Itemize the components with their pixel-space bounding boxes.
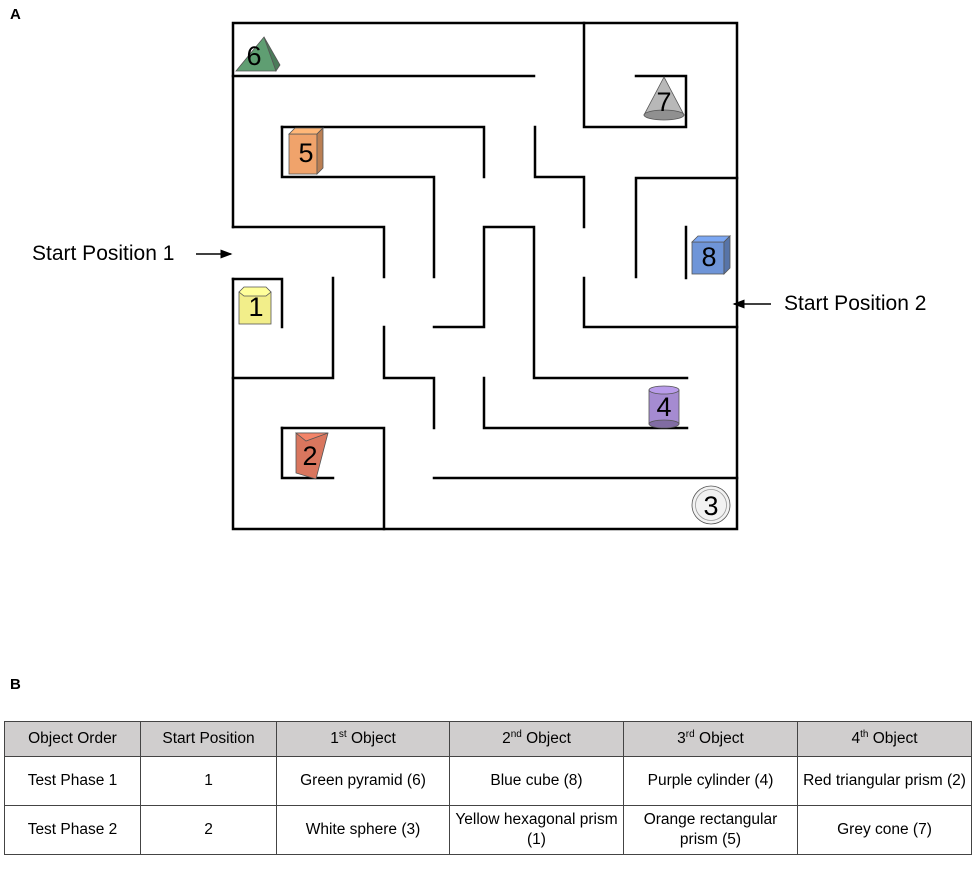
maze-object-number: 1 (248, 292, 263, 322)
maze-wall-10 (432, 225, 689, 380)
maze-object-4: 4 (648, 385, 680, 429)
maze-wall-17 (280, 426, 386, 531)
table-cell: Yellow hexagonal prism (1) (449, 805, 624, 855)
table-cell: Orange rectangular prism (5) (623, 805, 798, 855)
maze-object-7: 7 (643, 76, 685, 121)
maze-object-3: 3 (691, 485, 731, 525)
header-2nd-object: 2nd Object (449, 721, 624, 757)
maze-wall-12 (231, 277, 284, 329)
table-cell: Green pyramid (6) (276, 756, 450, 806)
header-start-position: Start Position (140, 721, 277, 757)
maze-object-2: 2 (294, 432, 329, 480)
maze-object-6: 6 (235, 36, 281, 72)
table-cell: White sphere (3) (276, 805, 450, 855)
table-cell: Purple cylinder (4) (623, 756, 798, 806)
maze-object-number: 3 (703, 491, 718, 521)
table-row: Test Phase 2 2 White sphere (3) Yellow h… (4, 805, 972, 855)
maze-wall-7 (533, 125, 586, 229)
table-cell: Grey cone (7) (797, 805, 972, 855)
maze-wall-11 (582, 276, 739, 329)
maze-wall-4 (280, 125, 436, 279)
maze-object-number: 4 (656, 392, 671, 422)
table-header-row: Object Order Start Position 1st Object 2… (4, 721, 972, 757)
maze-wall-1 (231, 21, 739, 531)
maze-wall-6 (231, 225, 386, 279)
table-row: Test Phase 1 1 Green pyramid (6) Blue cu… (4, 756, 972, 806)
header-1st-object: 1st Object (276, 721, 450, 757)
maze-object-number: 2 (302, 441, 317, 471)
table-cell: Blue cube (8) (449, 756, 624, 806)
maze-walls (231, 21, 739, 531)
table-cell: 2 (140, 805, 277, 855)
maze-object-number: 8 (701, 242, 716, 272)
table-cell: 1 (140, 756, 277, 806)
maze-wall-5 (280, 125, 486, 179)
table-cell: Red triangular prism (2) (797, 756, 972, 806)
start-position-2-label: Start Position 2 (784, 292, 927, 315)
maze-diagram: 6 7 5 8 1 4 2 3 (196, 21, 771, 531)
maze-object-number: 5 (298, 138, 313, 168)
maze-objects: 6 7 5 8 1 4 2 3 (235, 36, 731, 525)
panel-label-a: A (10, 6, 21, 23)
maze-wall-3 (582, 21, 688, 129)
maze-wall-15 (482, 376, 689, 430)
object-order-table: Object Order Start Position 1st Object 2… (4, 721, 972, 855)
start-position-1-label: Start Position 1 (32, 242, 175, 265)
maze-wall-13 (231, 276, 335, 380)
header-3rd-object: 3rd Object (623, 721, 798, 757)
maze-object-8: 8 (691, 235, 731, 275)
maze-wall-14 (382, 325, 436, 430)
panel-label-b: B (10, 676, 21, 693)
maze-object-number: 7 (656, 87, 671, 117)
maze-wall-8 (634, 176, 739, 279)
table-cell: Test Phase 2 (4, 805, 141, 855)
table-cell: Test Phase 1 (4, 756, 141, 806)
maze-object-1: 1 (238, 286, 272, 325)
maze-object-number: 6 (246, 41, 261, 71)
maze-object-5: 5 (288, 127, 324, 175)
header-4th-object: 4th Object (797, 721, 972, 757)
header-object-order: Object Order (4, 721, 141, 757)
